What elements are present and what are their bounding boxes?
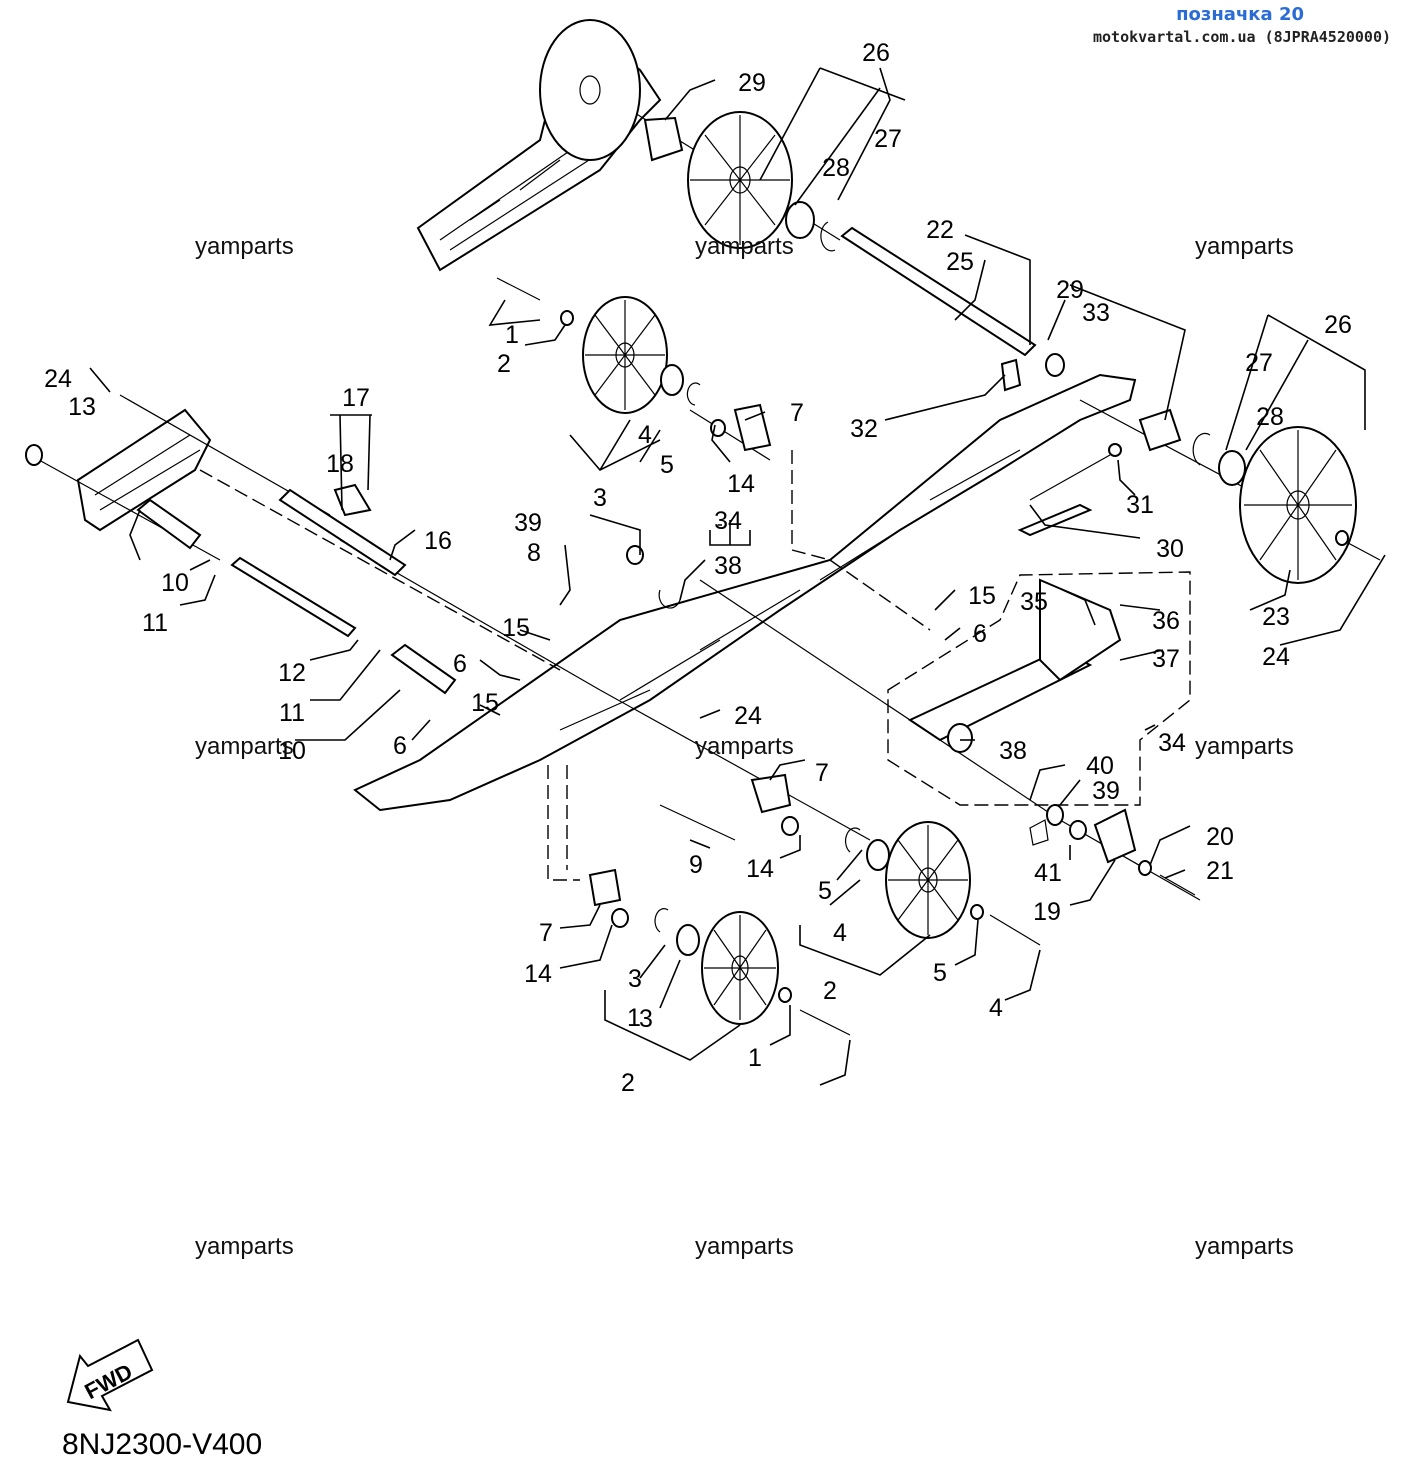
callout-19: 19 — [1033, 898, 1061, 926]
callout-40: 40 — [1086, 752, 1114, 780]
callout-9: 9 — [689, 851, 703, 879]
right-slide-rail — [353, 373, 1137, 812]
callout-3: 3 — [639, 1005, 653, 1033]
wheel-front-mid — [885, 821, 971, 939]
watermark: yamparts — [195, 733, 294, 760]
callout-23: 23 — [1262, 603, 1290, 631]
callout-26: 26 — [862, 39, 890, 67]
callout-2: 2 — [621, 1069, 635, 1097]
watermark: yamparts — [195, 1233, 294, 1260]
callout-11: 11 — [279, 699, 305, 727]
callout-20: 20 — [1206, 823, 1234, 851]
callout-17: 17 — [342, 384, 370, 412]
callout-6: 6 — [393, 732, 407, 760]
callout-6: 6 — [973, 620, 987, 648]
callout-38: 38 — [714, 552, 742, 580]
callout-18: 18 — [326, 450, 354, 478]
watermark: yamparts — [695, 233, 794, 260]
callout-36: 36 — [1152, 607, 1180, 635]
watermark: yamparts — [695, 733, 794, 760]
callout-27: 27 — [1245, 349, 1273, 377]
callout-29: 29 — [1056, 276, 1084, 304]
callout-11: 11 — [142, 609, 168, 637]
callout-14: 14 — [524, 960, 552, 988]
callout-14: 14 — [727, 470, 755, 498]
callout-34: 34 — [714, 507, 742, 535]
callout-1: 1 — [627, 1004, 641, 1032]
callout-13: 13 — [68, 393, 96, 421]
callout-4: 4 — [833, 919, 847, 947]
callout-24: 24 — [44, 365, 72, 393]
callout-26: 26 — [1324, 311, 1352, 339]
callout-25: 25 — [946, 248, 974, 276]
watermark: yamparts — [195, 233, 294, 260]
callout-leaders — [89, 67, 1386, 1086]
callout-33: 33 — [1082, 299, 1110, 327]
callout-2: 2 — [823, 977, 837, 1005]
header-title: позначка 20 — [1176, 4, 1304, 25]
callout-29: 29 — [738, 69, 766, 97]
callout-1: 1 — [748, 1044, 762, 1072]
callout-7: 7 — [790, 399, 804, 427]
callout-38: 38 — [999, 737, 1027, 765]
callout-24: 24 — [1262, 643, 1290, 671]
callout-31: 31 — [1126, 491, 1154, 519]
wheel-upper-mid — [582, 296, 668, 414]
callout-41: 41 — [1034, 859, 1062, 887]
callout-16: 16 — [424, 527, 452, 555]
callout-15: 15 — [471, 689, 499, 717]
callout-5: 5 — [660, 451, 674, 479]
callout-27: 27 — [874, 125, 902, 153]
watermark: yamparts — [1195, 1233, 1294, 1260]
callout-22: 22 — [926, 216, 954, 244]
callout-39: 39 — [1092, 777, 1120, 805]
callout-21: 21 — [1206, 857, 1234, 885]
callout-7: 7 — [539, 919, 553, 947]
callout-37: 37 — [1152, 645, 1180, 673]
callout-14: 14 — [746, 855, 774, 883]
watermark: yamparts — [1195, 733, 1294, 760]
watermark: yamparts — [695, 1233, 794, 1260]
callout-10: 10 — [278, 737, 306, 765]
callout-3: 3 — [628, 965, 642, 993]
callout-4: 4 — [989, 994, 1003, 1022]
callout-34: 34 — [1158, 729, 1186, 757]
callout-32: 32 — [850, 415, 878, 443]
callout-24: 24 — [734, 702, 762, 730]
callout-1: 1 — [505, 321, 519, 349]
callout-15: 15 — [968, 582, 996, 610]
callout-28: 28 — [1256, 403, 1284, 431]
callout-12: 12 — [278, 659, 306, 687]
diagram-code: 8NJ2300-V400 — [62, 1428, 263, 1461]
callout-2: 2 — [497, 350, 511, 378]
shaft-tubes — [136, 226, 1122, 742]
callout-3: 3 — [593, 484, 607, 512]
callout-8: 8 — [527, 539, 541, 567]
wheel-right-rear — [1239, 426, 1357, 584]
callout-4: 4 — [638, 421, 652, 449]
fwd-arrow-icon: FWD — [66, 1338, 154, 1412]
wheel-rear-top — [687, 111, 793, 249]
wheel-rear-top-left — [539, 19, 641, 161]
callout-5: 5 — [933, 959, 947, 987]
hardware — [25, 116, 1349, 1036]
callout-35: 35 — [1020, 588, 1048, 616]
callout-30: 30 — [1156, 535, 1184, 563]
callout-6: 6 — [453, 650, 467, 678]
callout-39: 39 — [514, 509, 542, 537]
callout-7: 7 — [815, 759, 829, 787]
callout-28: 28 — [822, 154, 850, 182]
watermark: yamparts — [1195, 233, 1294, 260]
wheel-front-lower — [701, 911, 779, 1025]
callout-15: 15 — [502, 614, 530, 642]
header-subtitle: motokvartal.com.ua (8JPRA4520000) — [1092, 28, 1391, 46]
callout-5: 5 — [818, 877, 832, 905]
callout-10: 10 — [161, 569, 189, 597]
